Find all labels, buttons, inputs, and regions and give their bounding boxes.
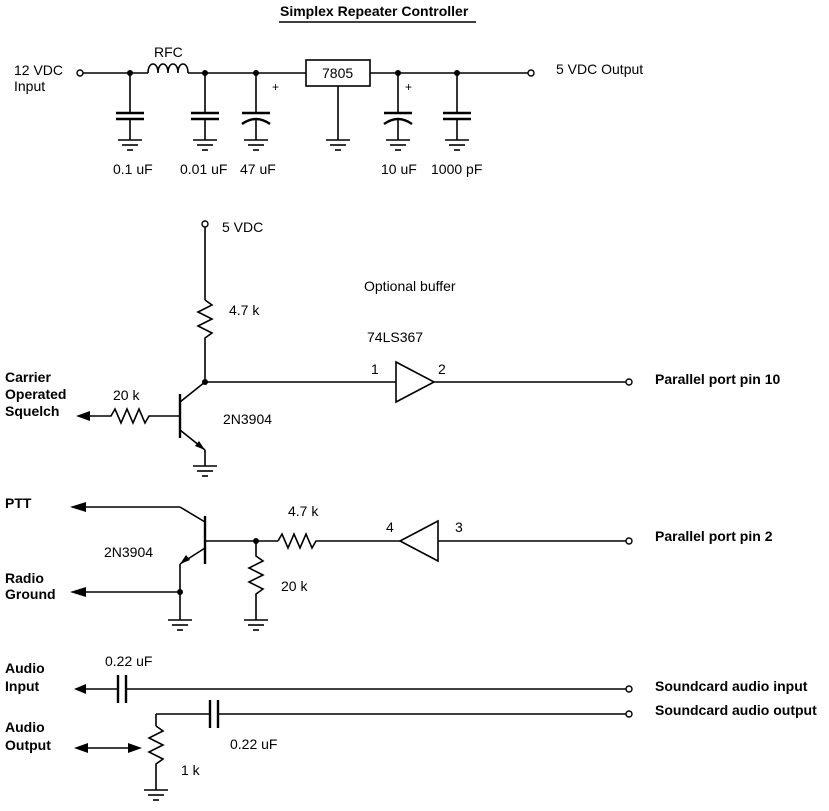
base-resistor-20k [88,406,180,426]
radio-ground-label-1: Radio [5,570,44,586]
schematic-title: Simplex Repeater Controller [280,3,469,19]
cap-audio-in-label: 0.22 uF [105,653,152,669]
sc-input-terminal [625,685,633,693]
buffer2-74ls367 [398,519,439,563]
potentiometer-1k [147,714,165,790]
radio-ground-label-2: Ground [5,586,56,602]
pullup-resistor [196,299,214,382]
base-res-label: 20 k [113,387,140,403]
output-5vdc-terminal [527,69,535,77]
sc-output-label: Soundcard audio output [655,702,817,718]
buffer-74ls367 [395,360,436,404]
pulldown-label: 20 k [281,578,308,594]
vdc-5-terminal [201,220,209,228]
buffer-pin-2: 2 [438,361,446,377]
capacitor-0-1uf [116,73,144,151]
vdc-5-label: 5 VDC [222,219,263,235]
input-12vdc-terminal [76,69,84,77]
rfc-label: RFC [154,44,183,60]
sc-output-terminal [625,710,633,718]
pullup-label: 4.7 k [229,302,260,318]
parallel-pin10-label: Parallel port pin 10 [655,371,780,387]
cap-0-01uf-label: 0.01 uF [180,161,227,177]
audio-section: Audio Input 0.22 uF Soundcard audio inpu… [5,653,817,801]
audio-input-label-2: Input [5,678,40,694]
q1-label: 2N3904 [223,411,272,427]
transistor-q1 [178,381,218,477]
rfc-inductor [147,63,189,74]
capacitor-audio-in [116,675,128,703]
capacitor-47uf [241,73,271,151]
cap-10uf-label: 10 uF [381,161,417,177]
ptt-label: PTT [5,495,32,511]
cap-10uf-plus: + [405,80,412,94]
audio-output-label-1: Audio [5,719,45,735]
cos-label-1: Carrier [5,369,51,385]
capacitor-audio-out [208,700,220,728]
buffer-part-label: 74LS367 [367,329,423,345]
cos-label-2: Operated [5,386,66,402]
buffer2-pin-3: 3 [455,519,463,535]
parallel-pin2-label: Parallel port pin 2 [655,528,773,544]
sc-input-label: Soundcard audio input [655,678,808,694]
cap-47uf-plus: + [272,80,279,94]
regulator-label: 7805 [322,65,353,81]
series-res-label: 4.7 k [288,503,319,519]
input-12vdc-label-2: Input [14,78,45,94]
capacitor-1000pf [443,73,471,151]
cos-label-3: Squelch [5,403,59,419]
cos-section: 5 VDC 4.7 k Optional buffer 74LS367 1 2 … [5,219,780,477]
series-resistor-4-7k [277,531,400,551]
parallel-pin10-terminal [625,378,633,386]
capacitor-0-01uf [191,73,219,151]
pot-label: 1 k [181,762,201,778]
cap-1000pf-label: 1000 pF [431,161,482,177]
output-5vdc-label: 5 VDC Output [556,61,643,77]
cap-0-1uf-label: 0.1 uF [113,161,153,177]
power-supply-section: 12 VDC Input RFC 7805 5 VDC Output 0.1 u… [14,44,643,177]
transistor-q2 [179,516,207,565]
buffer2-pin-4: 4 [386,519,394,535]
cap-audio-out-label: 0.22 uF [230,736,277,752]
parallel-pin2-terminal [625,537,633,545]
pulldown-resistor-20k [247,541,265,620]
input-12vdc-label: 12 VDC [14,62,63,78]
capacitor-10uf [383,73,413,151]
audio-input-label-1: Audio [5,660,45,676]
buffer-pin-1: 1 [371,361,379,377]
audio-output-label-2: Output [5,737,51,753]
optional-buffer-label: Optional buffer [364,278,456,294]
cap-47uf-label: 47 uF [240,161,276,177]
ptt-section: PTT 2N3904 Radio Ground 4.7 k 4 3 Parall… [5,495,773,631]
q2-label: 2N3904 [104,544,153,560]
